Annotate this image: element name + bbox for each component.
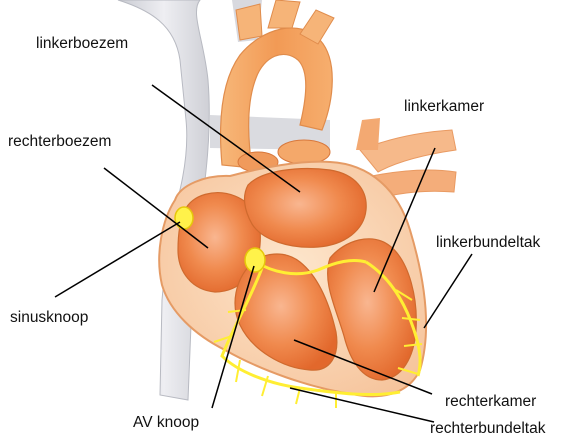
sinus-node (175, 207, 193, 229)
label-rechterkamer: rechterkamer (445, 393, 536, 410)
label-av-knoop: AV knoop (133, 414, 199, 431)
label-linkerboezem: linkerboezem (36, 35, 128, 52)
label-sinusknoop: sinusknoop (10, 309, 88, 326)
label-linkerbundeltak: linkerbundeltak (436, 234, 541, 251)
label-rechterbundeltak: rechterbundeltak (430, 420, 546, 437)
chamber-left-atrium (245, 169, 367, 248)
label-rechterboezem: rechterboezem (8, 133, 111, 150)
leader-linkerbundeltak (424, 254, 472, 328)
av-node (245, 248, 265, 272)
label-linkerkamer: linkerkamer (404, 98, 484, 115)
